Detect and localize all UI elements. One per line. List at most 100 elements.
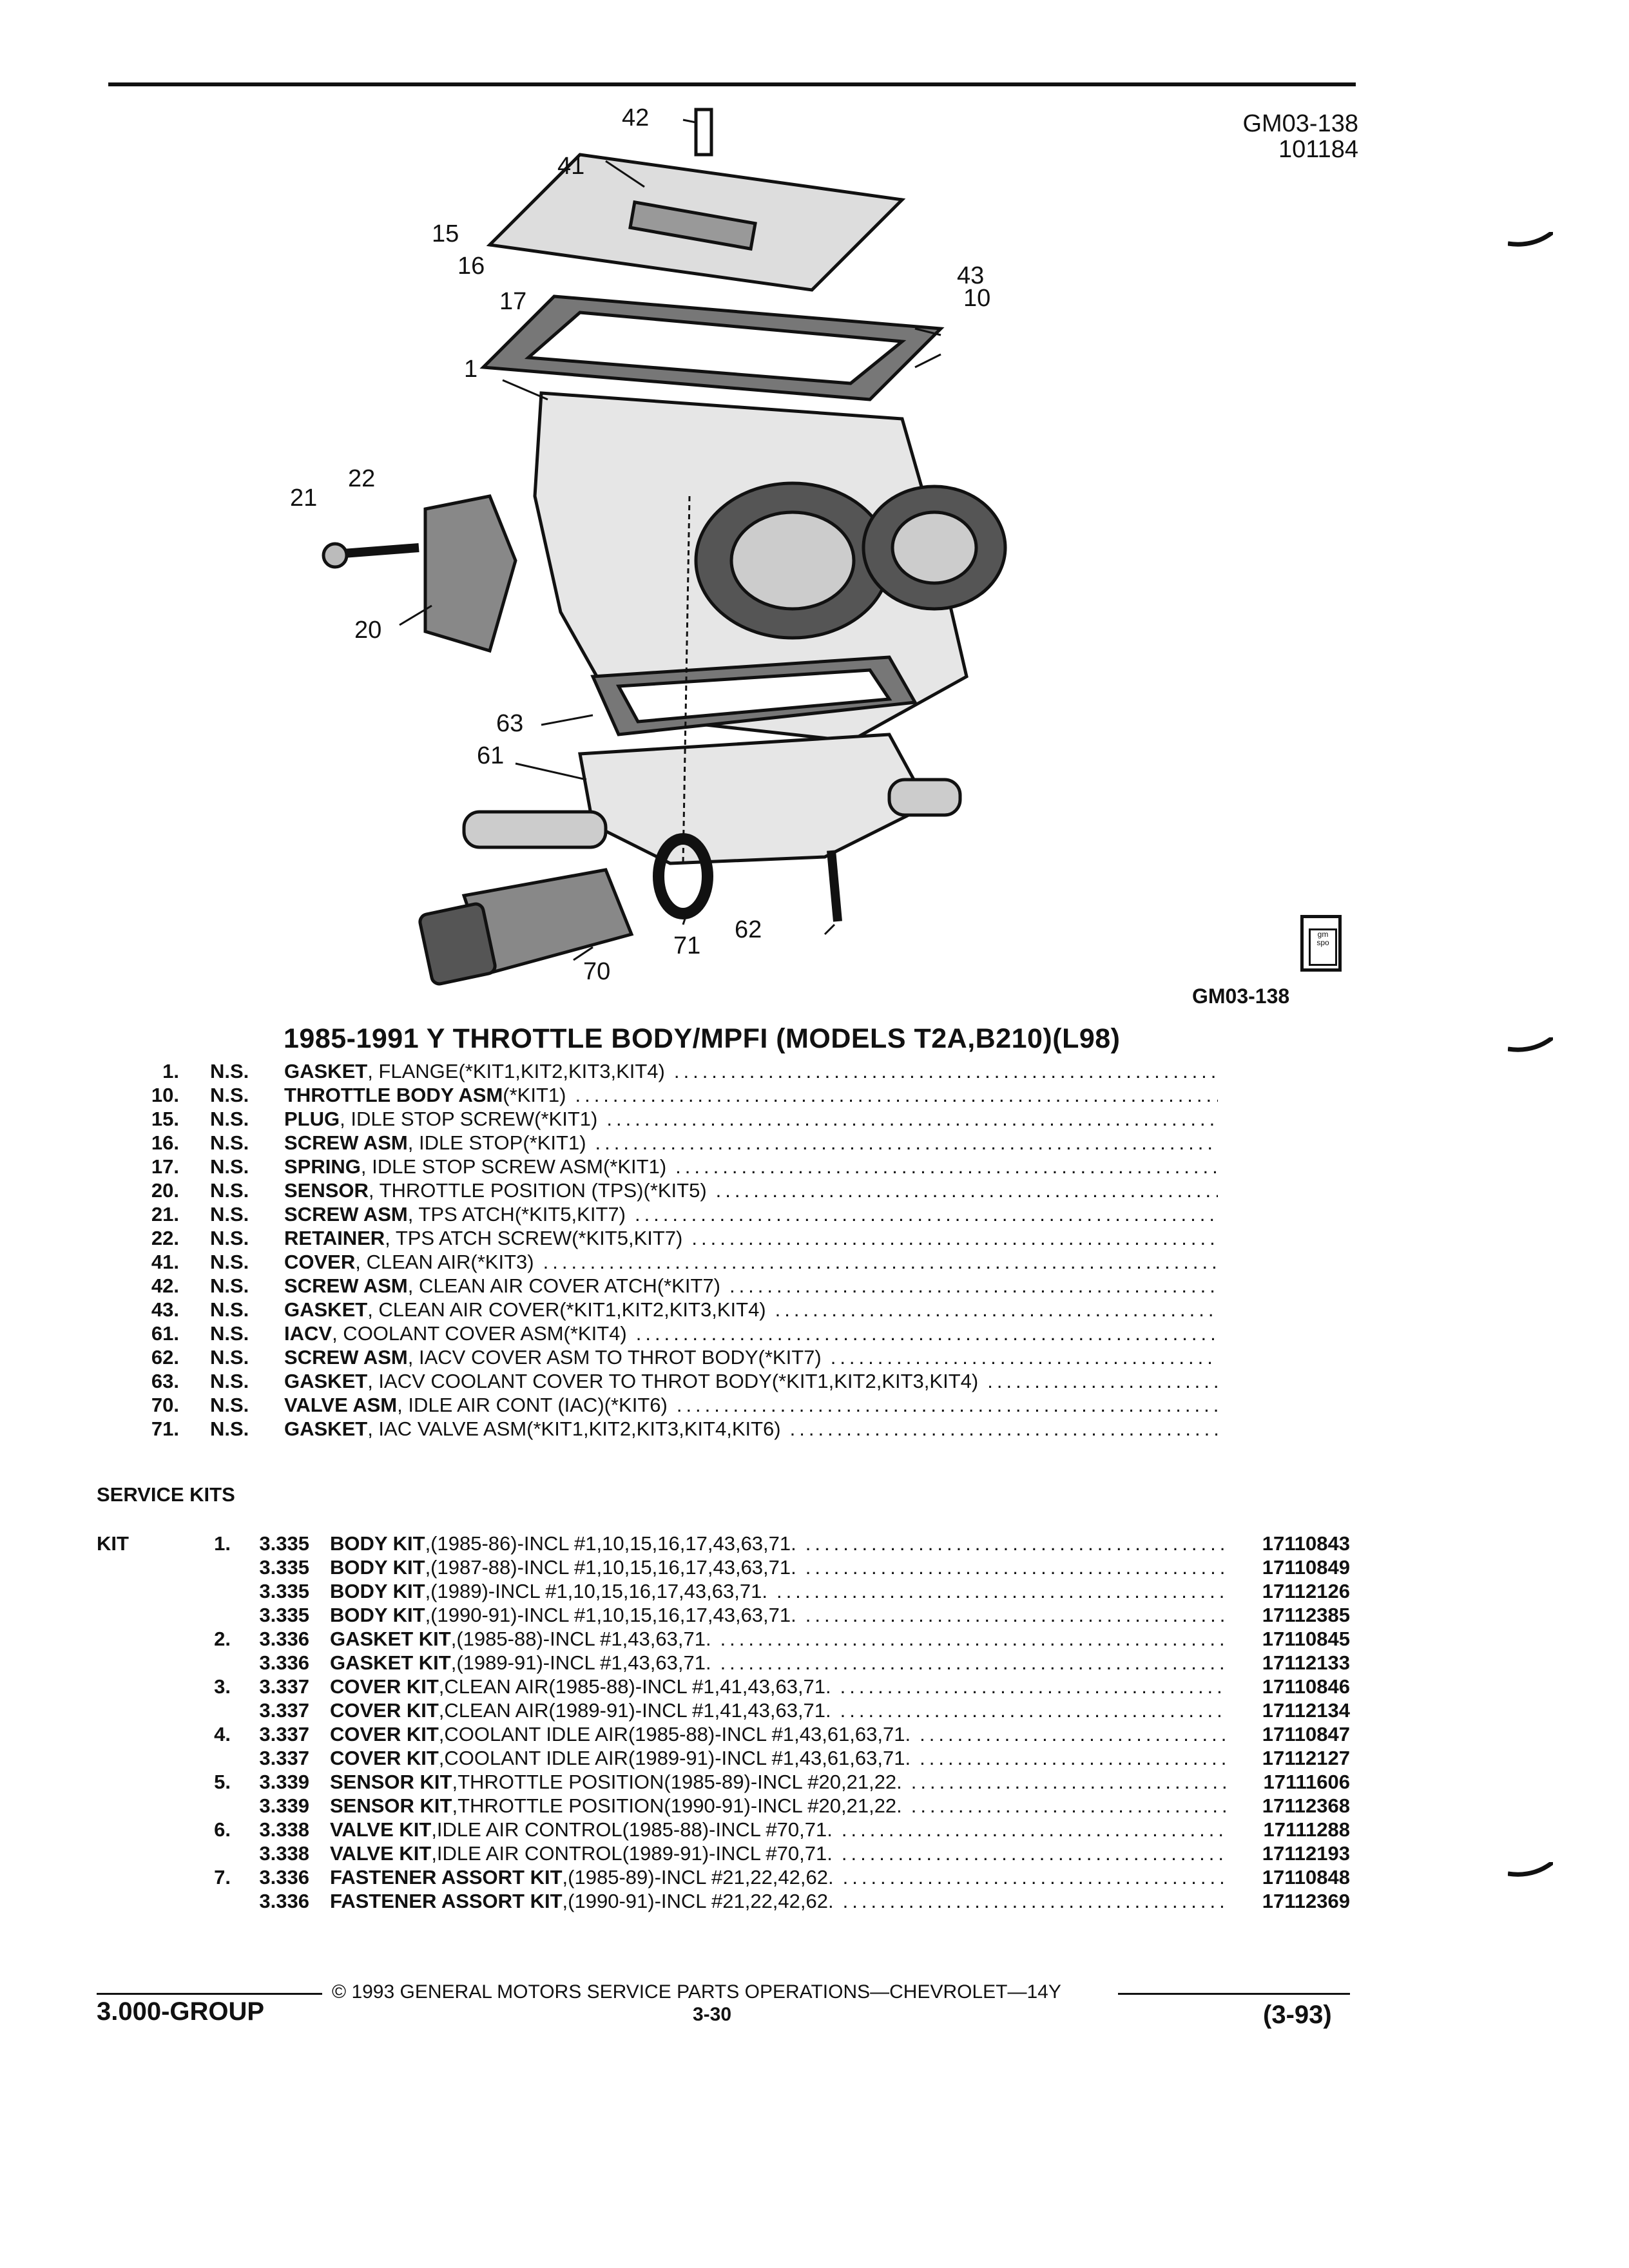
- kit-group-number: 3.335: [259, 1604, 309, 1626]
- part-description: , CLEAN AIR COVER ATCH(*KIT7): [407, 1274, 720, 1297]
- part-ns-flag: N.S.: [210, 1203, 249, 1225]
- parts-list: 1.N.S.GASKET, FLANGE(*KIT1,KIT2,KIT3,KIT…: [97, 1060, 1218, 1441]
- kit-group-number: 3.337: [259, 1699, 309, 1722]
- kit-group-number: 3.337: [259, 1675, 309, 1698]
- footer-rule-right: [1118, 1993, 1350, 1995]
- callout-22: 22: [348, 465, 375, 492]
- part-description: , IACV COOLANT COVER TO THROT BODY(*KIT1…: [367, 1370, 979, 1392]
- kit-part-number: 17112133: [1262, 1651, 1350, 1674]
- kit-part-number: 17110848: [1262, 1866, 1350, 1888]
- dot-leader: ........................................…: [830, 1346, 1218, 1369]
- kit-name: BODY KIT: [330, 1532, 425, 1555]
- callout-62: 62: [735, 916, 762, 943]
- parts-row: 42.N.S.SCREW ASM, CLEAN AIR COVER ATCH(*…: [97, 1274, 1218, 1298]
- parts-row: 62.N.S.SCREW ASM, IACV COVER ASM TO THRO…: [97, 1346, 1218, 1370]
- kit-name: SENSOR KIT: [330, 1771, 452, 1793]
- parts-row: 1.N.S.GASKET, FLANGE(*KIT1,KIT2,KIT3,KIT…: [97, 1060, 1218, 1084]
- part-name: SENSOR: [284, 1179, 369, 1202]
- part-ref-number: 41.: [151, 1251, 179, 1273]
- kit-part-number: 17111288: [1263, 1818, 1350, 1841]
- kit-group-number: 3.337: [259, 1747, 309, 1769]
- part-description: , FLANGE(*KIT1,KIT2,KIT3,KIT4): [367, 1060, 665, 1082]
- kit-name: BODY KIT: [330, 1604, 425, 1626]
- header-code: GM03-138: [1242, 110, 1358, 137]
- kit-part-number: 17112127: [1262, 1747, 1350, 1769]
- kit-name: COVER KIT: [330, 1699, 439, 1722]
- dot-leader: ........................................…: [720, 1651, 1228, 1674]
- part-name: RETAINER: [284, 1227, 385, 1249]
- part-ns-flag: N.S.: [210, 1346, 249, 1369]
- part-name: PLUG: [284, 1108, 340, 1130]
- part-description: , IDLE STOP(*KIT1): [407, 1131, 586, 1154]
- part-ns-flag: N.S.: [210, 1370, 249, 1392]
- dot-leader: ........................................…: [987, 1370, 1218, 1392]
- parts-row: 10.N.S.THROTTLE BODY ASM(*KIT1).........…: [97, 1084, 1218, 1108]
- kit-number: 6.: [214, 1818, 231, 1841]
- dot-leader: ........................................…: [911, 1794, 1228, 1817]
- parts-row: 61.N.S.IACV, COOLANT COVER ASM(*KIT4)...…: [97, 1322, 1218, 1346]
- kit-part-number: 17112385: [1262, 1604, 1350, 1626]
- part-ns-flag: N.S.: [210, 1298, 249, 1321]
- parts-row: 71.N.S.GASKET, IAC VALVE ASM(*KIT1,KIT2,…: [97, 1418, 1218, 1441]
- page-title: 1985-1991 Y THROTTLE BODY/MPFI (MODELS T…: [284, 1023, 1121, 1054]
- kit-number: 1.: [214, 1532, 231, 1555]
- footer-page-number: 3-30: [693, 2004, 732, 2025]
- kit-number: 2.: [214, 1628, 231, 1650]
- callout-61: 61: [477, 742, 504, 769]
- dot-leader: ........................................…: [673, 1060, 1218, 1082]
- part-ns-flag: N.S.: [210, 1418, 249, 1440]
- kit-name: BODY KIT: [330, 1580, 425, 1602]
- footer-group: 3.000-GROUP: [97, 1997, 265, 2026]
- kit-part-number: 17112126: [1262, 1580, 1350, 1602]
- part-description: , IDLE AIR CONT (IAC)(*KIT6): [397, 1394, 668, 1416]
- dot-leader: ........................................…: [715, 1179, 1218, 1202]
- part-ref-number: 42.: [151, 1274, 179, 1297]
- dot-leader: ........................................…: [805, 1556, 1228, 1579]
- kit-description: ,(1985-88)-INCL #1,43,63,71.: [450, 1628, 711, 1650]
- kit-description: ,(1985-89)-INCL #21,22,42,62.: [562, 1866, 834, 1888]
- tps-sensor: [423, 494, 517, 653]
- kit-description: ,COOLANT IDLE AIR(1985-88)-INCL #1,43,61…: [438, 1723, 911, 1745]
- kit-group-number: 3.336: [259, 1651, 309, 1674]
- margin-mark-3: [1508, 1862, 1553, 1877]
- kit-number: 4.: [214, 1723, 231, 1745]
- dot-leader: ........................................…: [729, 1274, 1218, 1297]
- part-description: , IACV COVER ASM TO THROT BODY(*KIT7): [407, 1346, 822, 1369]
- kit-name: GASKET KIT: [330, 1628, 451, 1650]
- parts-row: 20.N.S.SENSOR, THROTTLE POSITION (TPS)(*…: [97, 1179, 1218, 1203]
- kit-group-number: 3.338: [259, 1818, 309, 1841]
- dot-leader: ........................................…: [840, 1699, 1228, 1722]
- part-ns-flag: N.S.: [210, 1084, 249, 1106]
- kit-part-number: 17112368: [1262, 1794, 1350, 1817]
- part-name: GASKET: [284, 1298, 368, 1321]
- parts-row: 41.N.S.COVER, CLEAN AIR(*KIT3)..........…: [97, 1251, 1218, 1274]
- cover-emboss: [628, 200, 757, 251]
- parts-row: 17.N.S.SPRING, IDLE STOP SCREW ASM(*KIT1…: [97, 1155, 1218, 1179]
- dot-leader: ........................................…: [842, 1866, 1228, 1888]
- kit-description: ,(1987-88)-INCL #1,10,15,16,17,43,63,71.: [425, 1556, 796, 1579]
- dot-leader: ........................................…: [841, 1842, 1228, 1865]
- service-kits-header: SERVICE KITS: [97, 1483, 235, 1506]
- part-ns-flag: N.S.: [210, 1155, 249, 1178]
- footer-rule-left: [97, 1993, 322, 1995]
- kit-name: SENSOR KIT: [330, 1794, 452, 1817]
- kit-description: ,(1989-91)-INCL #1,43,63,71.: [450, 1651, 711, 1674]
- part-ref-number: 10.: [151, 1084, 179, 1106]
- kit-part-number: 17111606: [1263, 1771, 1350, 1793]
- part-name: COVER: [284, 1251, 356, 1273]
- part-name: THROTTLE BODY ASM: [284, 1084, 503, 1106]
- parts-row: 43.N.S.GASKET, CLEAN AIR COVER(*KIT1,KIT…: [97, 1298, 1218, 1322]
- screw-62: [827, 850, 842, 922]
- part-ref-number: 62.: [151, 1346, 179, 1369]
